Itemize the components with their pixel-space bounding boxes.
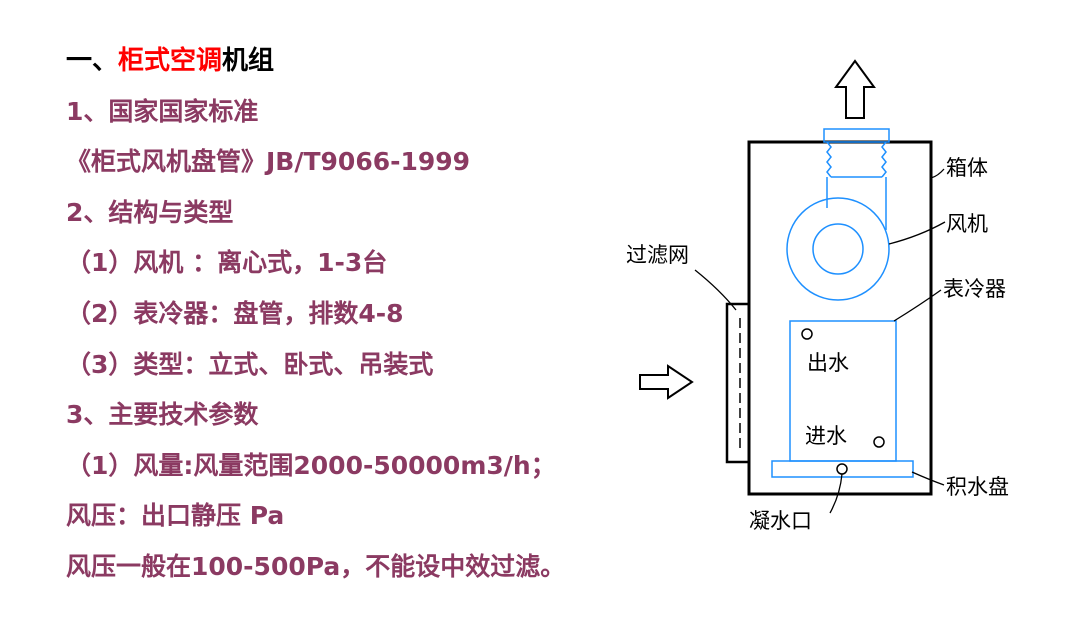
water-outlet-port — [801, 328, 813, 340]
pressure-range-line: 风压一般在100-500Pa，不能设中效过滤。 — [66, 551, 566, 581]
label-fan: 风机 — [946, 212, 988, 236]
standard-name: 《柜式风机盘管》JB/T9066-1999 — [66, 147, 471, 177]
title-prefix: 一、 — [66, 46, 119, 76]
section-title: 一、柜式空调机组 — [66, 36, 666, 87]
drain-outlet-port — [836, 463, 848, 475]
standard-heading: 1、国家国家标准 — [66, 96, 259, 126]
title-highlight: 柜式空调 — [118, 46, 223, 76]
structure-heading: 2、结构与类型 — [66, 197, 234, 227]
fan-impeller — [812, 223, 864, 275]
water-inlet-port — [873, 436, 885, 448]
label-water-out: 出水 — [807, 351, 849, 375]
type-line: （3）类型：立式、卧式、吊装式 — [66, 349, 434, 379]
outlet-arrow — [834, 59, 876, 119]
params-heading: 3、主要技术参数 — [66, 400, 259, 430]
filter-frame — [725, 302, 751, 464]
outlet-flange — [823, 128, 890, 143]
label-coil: 表冷器 — [943, 277, 1006, 301]
coil-line: （2）表冷器：盘管，排数4-8 — [66, 298, 404, 328]
label-water-in: 进水 — [805, 424, 847, 448]
drain-pan — [771, 460, 914, 478]
label-drain-pan: 积水盘 — [946, 475, 1009, 499]
pressure-line: 风压：出口静压 Pa — [66, 501, 285, 531]
flexible-duct — [826, 141, 887, 230]
fan-housing — [786, 197, 890, 301]
label-filter: 过滤网 — [626, 243, 689, 267]
fan-type-line: （1）风机 ：离心式，1-3台 — [66, 248, 388, 278]
title-suffix: 机组 — [222, 46, 275, 76]
label-drain-outlet: 凝水口 — [749, 509, 812, 533]
text-content: 一、柜式空调机组 1、国家国家标准 《柜式风机盘管》JB/T9066-1999 … — [66, 36, 666, 593]
leader-lines — [694, 168, 946, 514]
label-cabinet: 箱体 — [946, 156, 988, 180]
airflow-line: （1）风量:风量范围2000-50000m3/h； — [66, 450, 556, 480]
inlet-arrow — [639, 364, 694, 400]
